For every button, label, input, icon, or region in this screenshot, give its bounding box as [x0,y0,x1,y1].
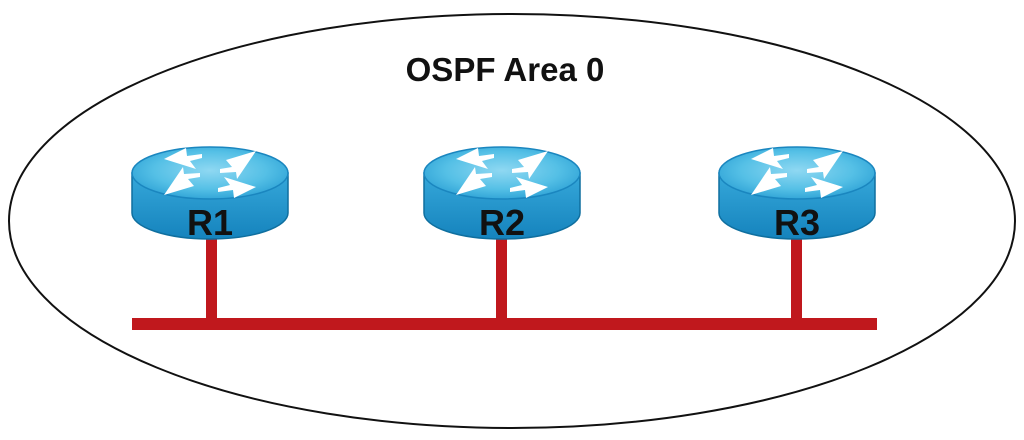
router-r1: R1 [131,146,289,243]
router-label: R3 [774,202,820,243]
ospf-area-boundary [8,13,1016,429]
r2-uplink [496,236,507,324]
network-links [132,236,877,330]
r3-uplink [791,236,802,324]
router-r2: R2 [423,146,581,243]
area-title: OSPF Area 0 [406,51,605,88]
r1-uplink [206,236,217,324]
router-label: R1 [187,202,233,243]
router-label: R2 [479,202,525,243]
router-r3: R3 [718,146,876,243]
